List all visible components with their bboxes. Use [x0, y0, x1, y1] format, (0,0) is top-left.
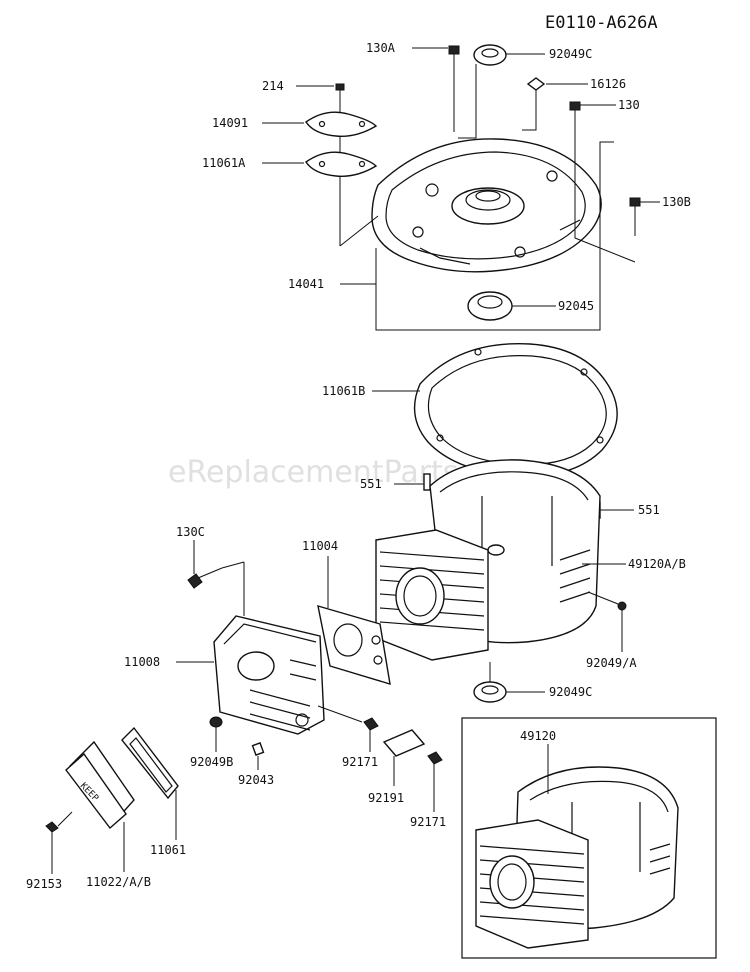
crankcase-cover-group: [262, 44, 660, 331]
pin-551-left[interactable]: [423, 473, 431, 491]
label-214: 214: [262, 79, 284, 93]
seal-92049A[interactable]: [617, 601, 627, 611]
bolt-130C[interactable]: [187, 567, 223, 589]
gasket-11061A[interactable]: [305, 151, 378, 177]
head-gasket-11004[interactable]: [317, 605, 391, 685]
label-92171-left: 92171: [342, 755, 378, 769]
label-92171-right: 92171: [410, 815, 446, 829]
bolt-130B[interactable]: [629, 197, 641, 236]
label-130B: 130B: [662, 195, 691, 209]
label-14091: 14091: [212, 116, 248, 130]
label-92153: 92153: [26, 877, 62, 891]
pin-92191[interactable]: [382, 729, 426, 757]
inset-frame: [461, 717, 717, 959]
label-11004: 11004: [302, 539, 338, 553]
cylinder-block-49120[interactable]: [475, 766, 679, 949]
bolt-130A[interactable]: [448, 45, 460, 72]
bolt-214[interactable]: [335, 83, 345, 91]
label-130: 130: [618, 98, 640, 112]
label-92191: 92191: [368, 791, 404, 805]
diagram-code: E0110-A626A: [545, 13, 658, 33]
label-49120: 49120: [520, 729, 556, 743]
label-11061A: 11061A: [202, 156, 246, 170]
label-92045: 92045: [558, 299, 594, 313]
label-92043: 92043: [238, 773, 274, 787]
plug-16126[interactable]: [526, 77, 546, 91]
gasket-11061[interactable]: [121, 726, 179, 800]
bolt-92153[interactable]: [45, 821, 59, 833]
label-16126: 16126: [590, 77, 626, 91]
cylinder-group: [372, 342, 634, 703]
label-551-right: 551: [638, 503, 660, 517]
seal-92049C-top[interactable]: [473, 44, 507, 66]
label-92049C-mid: 92049C: [549, 685, 592, 699]
part-labels: 130A 92049C 214 16126 130 14091 11061A 1…: [26, 41, 691, 891]
seal-92045[interactable]: [467, 291, 513, 321]
clip-92171-right[interactable]: [427, 751, 443, 765]
seal-92049B[interactable]: [209, 716, 223, 728]
seal-92049C-mid[interactable]: [473, 681, 507, 703]
label-130A: 130A: [366, 41, 396, 55]
label-14041: 14041: [288, 277, 324, 291]
label-92049B: 92049B: [190, 755, 233, 769]
crankcase-cover-14041[interactable]: [371, 138, 602, 273]
cover-11022AB[interactable]: KEEP: [65, 740, 135, 830]
label-11022AB: 11022/A/B: [86, 875, 151, 889]
clip-92171-left[interactable]: [363, 717, 379, 731]
inset-49120: [461, 717, 717, 959]
label-11061: 11061: [150, 843, 186, 857]
label-130C: 130C: [176, 525, 205, 539]
label-551-left: 551: [360, 477, 382, 491]
label-11061B: 11061B: [322, 384, 365, 398]
label-92049A: 92049/A: [586, 656, 637, 670]
label-11008: 11008: [124, 655, 160, 669]
bolt-130[interactable]: [569, 101, 581, 128]
gasket-11061B[interactable]: [413, 342, 618, 478]
cylinder-head-group: KEEP: [45, 540, 443, 874]
plate-14091[interactable]: [305, 111, 378, 137]
label-49120AB: 49120A/B: [628, 557, 686, 571]
stud-92043[interactable]: [251, 742, 265, 756]
cylinder-head-11008[interactable]: [213, 615, 325, 735]
label-92049C-top: 92049C: [549, 47, 592, 61]
